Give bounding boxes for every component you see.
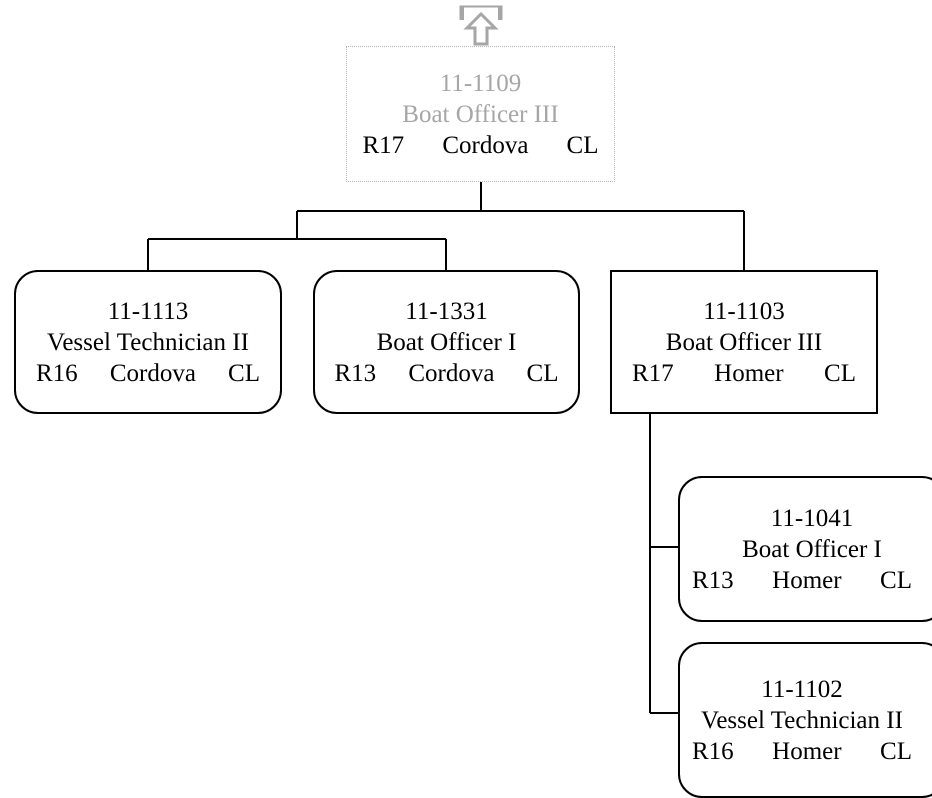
- position-details: R16 Homer CL: [692, 736, 912, 767]
- position-location: Homer: [714, 359, 784, 387]
- up-arrow-icon[interactable]: [458, 4, 504, 46]
- position-code: 11-1331: [405, 297, 488, 325]
- position-details: R16 Cordova CL: [36, 358, 260, 389]
- position-title: Vessel Technician II: [47, 328, 249, 356]
- parent-details: R17 Cordova CL: [363, 130, 599, 161]
- position-code: 11-1113: [107, 297, 189, 325]
- position-location: Homer: [772, 737, 842, 765]
- position-range: R13: [692, 566, 734, 594]
- position-box-subreport-2[interactable]: 11-1102 Vessel Technician II R16 Homer C…: [678, 642, 932, 798]
- position-location: Homer: [772, 566, 842, 594]
- parent-code: 11-1109: [439, 69, 522, 97]
- position-box-subreport-1[interactable]: 11-1041 Boat Officer I R13 Homer CL: [678, 476, 932, 622]
- parent-location: Cordova: [442, 131, 529, 159]
- position-range: R16: [36, 359, 78, 387]
- position-title: Boat Officer I: [376, 328, 517, 356]
- position-unit: CL: [228, 359, 260, 387]
- position-range: R17: [632, 359, 674, 387]
- parent-range: R17: [362, 131, 405, 159]
- position-code: 11-1041: [770, 504, 854, 532]
- position-location: Cordova: [109, 359, 196, 387]
- position-title: Boat Officer III: [665, 328, 823, 356]
- position-details: R17 Homer CL: [632, 358, 856, 389]
- position-range: R16: [692, 737, 734, 765]
- position-box-report-1[interactable]: 11-1113 Vessel Technician II R16 Cordova…: [14, 270, 282, 414]
- parent-title: Boat Officer III: [402, 100, 559, 128]
- position-range: R13: [334, 359, 377, 387]
- position-title: Vessel Technician II: [701, 706, 903, 734]
- position-code: 11-1102: [761, 675, 843, 703]
- parent-position-box[interactable]: 11-1109 Boat Officer III R17 Cordova CL: [346, 46, 615, 182]
- parent-unit: CL: [566, 131, 599, 159]
- position-unit: CL: [824, 359, 856, 387]
- position-details: R13 Cordova CL: [335, 358, 559, 389]
- position-title: Boat Officer I: [742, 535, 882, 563]
- position-box-report-3[interactable]: 11-1103 Boat Officer III R17 Homer CL: [610, 270, 878, 414]
- position-box-report-2[interactable]: 11-1331 Boat Officer I R13 Cordova CL: [313, 270, 580, 414]
- position-unit: CL: [526, 359, 559, 387]
- position-unit: CL: [880, 566, 912, 594]
- position-code: 11-1103: [703, 297, 785, 325]
- position-unit: CL: [880, 737, 912, 765]
- position-details: R13 Homer CL: [692, 565, 912, 596]
- position-location: Cordova: [408, 359, 495, 387]
